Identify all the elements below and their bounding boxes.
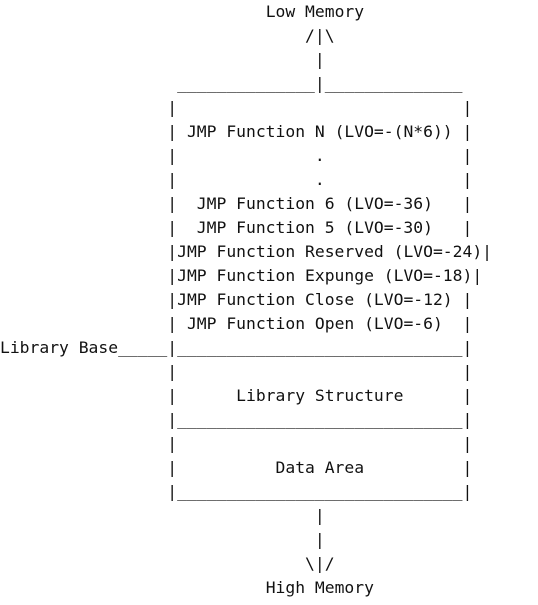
jump-entry-function-n: | JMP Function N (LVO=-(N*6)) | [0, 122, 473, 141]
jump-entry-5: | JMP Function Open (LVO=-6) | [0, 314, 473, 333]
ellipsis-1-text: . [314, 146, 325, 165]
jump-entry-5-text: JMP Function Open (LVO=-6) [186, 314, 443, 333]
jump-entry-0: | JMP Function 6 (LVO=-36) | [0, 194, 473, 213]
jump-entry-0-text: JMP Function 6 (LVO=-36) [196, 194, 433, 213]
library-base-divider: Library Base_____|______________________… [0, 338, 473, 357]
jump-entry-1-text: JMP Function 5 (LVO=-30) [196, 218, 433, 237]
low-memory-row: Low Memory [0, 0, 492, 24]
jump-entry-3: |JMP Function Expunge (LVO=-18)| [0, 266, 483, 285]
box-top: ______________|______________ [0, 74, 463, 93]
jump-entry-4: |JMP Function Close (LVO=-12) | [0, 290, 473, 309]
ellipsis-1: | . | [0, 146, 473, 165]
library-structure-text: Library Structure [236, 386, 404, 405]
jump-entry-4-text: JMP Function Close (LVO=-12) [177, 290, 453, 309]
ellipsis-2-text: . [314, 170, 325, 189]
box-bottom: |_____________________________| [0, 482, 473, 501]
library-memory-layout-diagram: Low Memory /|\ | ______________|________… [0, 0, 493, 600]
down-arrow-shaft-2: | [0, 530, 325, 549]
down-arrow-shaft-1: | [0, 506, 325, 525]
down-arrow-head: \|/ [0, 554, 335, 573]
library-structure: | Library Structure | [0, 386, 473, 405]
jump-entry-2-text: JMP Function Reserved (LVO=-24) [177, 242, 483, 261]
jump-entry-2: |JMP Function Reserved (LVO=-24)| [0, 242, 493, 261]
data-area: | Data Area | [0, 458, 473, 477]
high-memory-label: High Memory [265, 578, 374, 597]
up-arrow-shaft: | [0, 50, 325, 69]
data-area-spacer: | | [0, 434, 473, 453]
jump-entry-1: | JMP Function 5 (LVO=-30) | [0, 218, 473, 237]
library-structure-spacer: | | [0, 362, 473, 381]
library-base-label: Library Base [0, 338, 119, 357]
jump-entry-function-n-text: JMP Function N (LVO=-(N*6)) [186, 122, 453, 141]
up-arrow-head: /|\ [0, 26, 335, 45]
library-structure-divider: |_____________________________| [0, 410, 473, 429]
high-memory-row: High Memory [0, 576, 492, 600]
low-memory-label: Low Memory [265, 2, 365, 21]
jump-table-spacer: | | [0, 98, 473, 117]
data-area-text: Data Area [275, 458, 365, 477]
jump-entry-3-text: JMP Function Expunge (LVO=-18) [177, 266, 473, 285]
ellipsis-2: | . | [0, 170, 473, 189]
